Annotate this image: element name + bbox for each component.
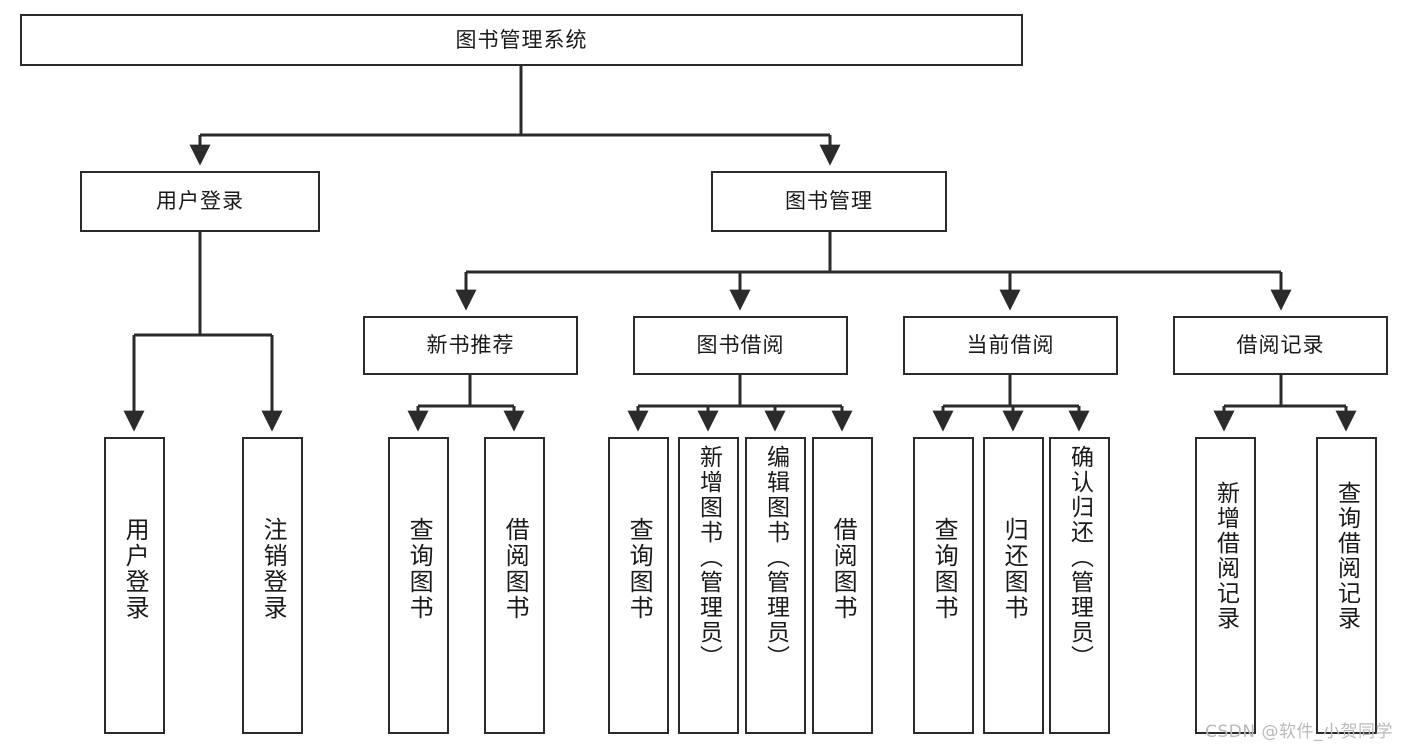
node-book-borrow[interactable]: 图书借阅 <box>633 316 848 375</box>
node-label: 新增借阅记录 <box>1212 481 1239 631</box>
leaf-add-borrow-record[interactable]: 新增借阅记录 <box>1195 437 1256 734</box>
node-user-login[interactable]: 用户登录 <box>80 171 320 232</box>
node-label: 借阅图书 <box>501 517 530 621</box>
node-label: 图书管理 <box>785 189 873 213</box>
node-label: 借阅记录 <box>1236 333 1325 357</box>
node-label: 当前借阅 <box>966 333 1055 357</box>
node-label: 新增图书（管理员） <box>695 445 722 670</box>
node-label: 归还图书 <box>1000 517 1029 621</box>
leaf-return-book[interactable]: 归还图书 <box>983 437 1044 734</box>
node-book-management-system[interactable]: 图书管理系统 <box>20 14 1023 66</box>
node-label: 查询图书 <box>930 517 959 621</box>
node-label: 借阅图书 <box>829 517 858 621</box>
node-label: 查询借阅记录 <box>1333 481 1360 631</box>
leaf-add-book-admin[interactable]: 新增图书（管理员） <box>678 437 739 734</box>
node-label: 查询图书 <box>405 517 434 621</box>
node-book-manage[interactable]: 图书管理 <box>711 171 947 232</box>
leaf-query-book-borrow[interactable]: 查询图书 <box>608 437 669 734</box>
leaf-confirm-return-admin[interactable]: 确认归还（管理员） <box>1049 437 1110 734</box>
leaf-query-book-recommend[interactable]: 查询图书 <box>388 437 449 734</box>
leaf-edit-book-admin[interactable]: 编辑图书（管理员） <box>745 437 806 734</box>
node-label: 图书管理系统 <box>455 27 588 52</box>
node-label: 图书借阅 <box>696 333 785 357</box>
node-current-borrow[interactable]: 当前借阅 <box>903 316 1118 375</box>
node-label: 编辑图书（管理员） <box>762 445 789 670</box>
node-label: 新书推荐 <box>426 333 515 357</box>
leaf-borrow-book-borrow[interactable]: 借阅图书 <box>812 437 873 734</box>
node-label: 查询图书 <box>625 517 654 621</box>
node-label: 用户登录 <box>156 189 244 213</box>
node-borrow-record[interactable]: 借阅记录 <box>1173 316 1388 375</box>
leaf-query-book-current[interactable]: 查询图书 <box>913 437 974 734</box>
leaf-user-login[interactable]: 用户登录 <box>104 437 165 734</box>
node-new-book-recommend[interactable]: 新书推荐 <box>363 316 578 375</box>
leaf-borrow-book-recommend[interactable]: 借阅图书 <box>484 437 545 734</box>
leaf-query-borrow-record[interactable]: 查询借阅记录 <box>1316 437 1377 734</box>
node-label: 确认归还（管理员） <box>1066 445 1093 670</box>
node-label: 用户登录 <box>121 517 150 621</box>
node-label: 注销登录 <box>259 517 288 621</box>
leaf-logout-login[interactable]: 注销登录 <box>242 437 303 734</box>
